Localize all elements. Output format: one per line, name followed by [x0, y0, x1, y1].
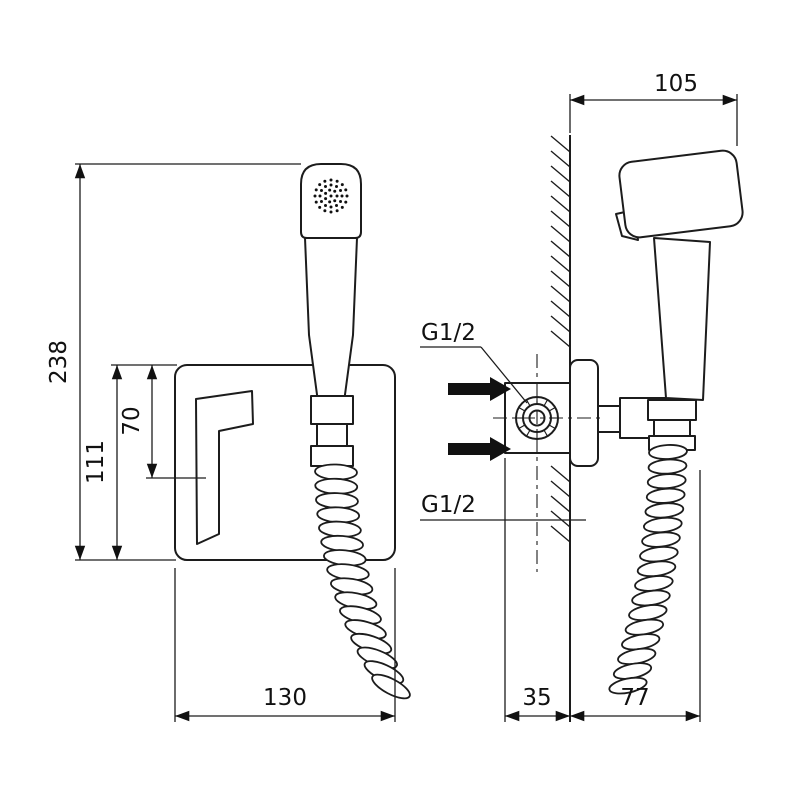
dim-wall-clearance-label: 105 — [654, 71, 698, 97]
dim-plate-width-label: 130 — [263, 685, 307, 711]
shower-holder — [310, 395, 354, 467]
dim-recess-depth-label: 35 — [522, 685, 551, 711]
dim-lever-height-label: 70 — [119, 406, 145, 435]
thread-top-label: G1/2 — [421, 320, 476, 346]
sprayer-head — [618, 149, 744, 239]
holder-nut-top — [310, 395, 354, 425]
sprayer-hose-coil — [608, 444, 688, 695]
hand-shower-head — [300, 163, 362, 239]
side-view — [448, 135, 744, 722]
wall-flange — [569, 359, 599, 467]
dim-bracket-offset-label: 77 — [620, 685, 649, 711]
mixer-lever — [195, 390, 254, 545]
wall-hatching — [550, 135, 571, 543]
water-inlet-arrow-top — [448, 377, 511, 401]
valve-knurl-ticks — [516, 397, 558, 439]
holder-nut-middle — [316, 423, 348, 447]
dim-plate-height-label: 111 — [83, 440, 109, 484]
spray-face-nozzles — [313, 178, 349, 214]
leader-line-top — [480, 346, 528, 404]
hose-nut-middle — [653, 419, 691, 437]
dimensions: 238 111 70 130 105 G1/2 G1/2 35 77 — [46, 71, 738, 722]
shower-hose-coil — [314, 463, 411, 700]
water-inlet-arrow-bottom — [448, 437, 511, 461]
holder-nut-bottom — [310, 445, 354, 467]
front-view — [174, 163, 411, 700]
hose-nut-top — [647, 399, 697, 421]
sprayer-body — [653, 237, 711, 401]
dim-overall-height-label: 238 — [46, 340, 72, 384]
thread-bottom-label: G1/2 — [421, 492, 476, 518]
bracket-arm — [597, 405, 621, 433]
hose-connector — [647, 399, 697, 451]
